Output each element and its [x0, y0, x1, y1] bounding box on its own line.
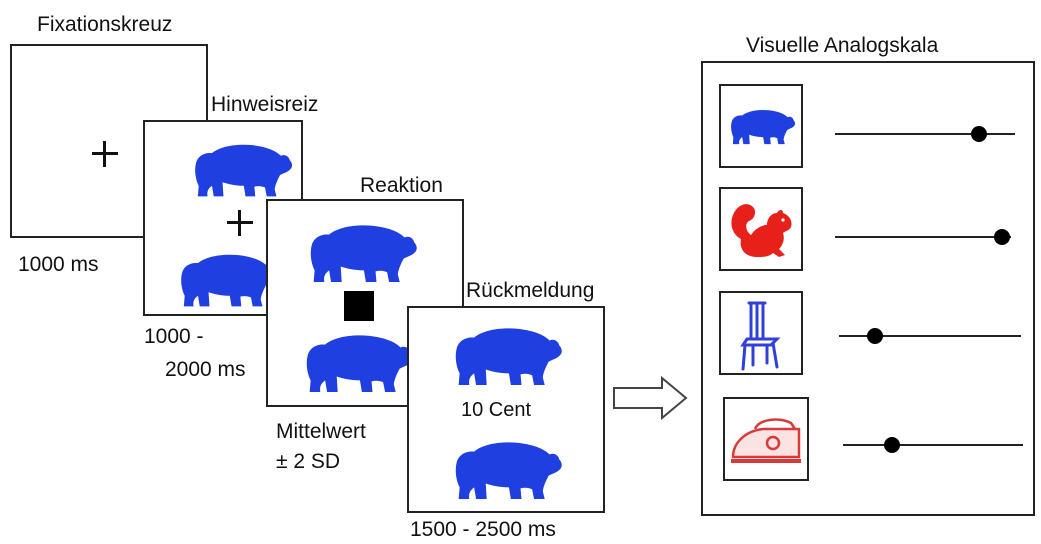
cue-duration-line1: 1000 - — [144, 325, 204, 348]
vas-slider-handle[interactable] — [867, 328, 884, 344]
fixation-cross-icon — [92, 141, 118, 167]
iron-icon — [731, 418, 801, 463]
squirrel-icon — [731, 204, 792, 257]
vas-title: Visuelle Analogskala — [746, 34, 939, 57]
reaction-note-line2: ± 2 SD — [276, 450, 341, 473]
bear-icon — [189, 136, 295, 202]
reaction-note-line1: Mittelwert — [276, 420, 366, 443]
bear-icon — [300, 327, 416, 397]
feedback-duration: 1500 - 2500 ms — [410, 518, 556, 541]
vas-slider-handle[interactable] — [883, 437, 900, 453]
vas-slider-handle[interactable] — [994, 229, 1011, 245]
vas-track-iron[interactable] — [843, 437, 1023, 453]
bear-icon — [304, 217, 420, 287]
vas-item-bear — [719, 84, 803, 168]
bear-icon — [449, 434, 565, 504]
vas-item-iron — [723, 397, 809, 481]
arrow-right-icon — [613, 376, 688, 420]
feedback-reward: 10 Cent — [461, 399, 532, 421]
bear-icon — [449, 320, 565, 390]
cue-cross-icon — [227, 210, 253, 236]
bear-icon — [727, 104, 797, 148]
vas-track-chair[interactable] — [839, 328, 1021, 344]
vas-panel — [701, 61, 1035, 516]
cue-title: Hinweisreiz — [211, 93, 319, 116]
reaction-title: Reaktion — [360, 174, 443, 197]
response-square-icon — [344, 291, 374, 321]
fixation-title: Fixationskreuz — [37, 13, 173, 36]
vas-track-bear[interactable] — [835, 126, 1015, 142]
vas-item-chair — [719, 291, 803, 375]
cue-duration-line2: 2000 ms — [165, 358, 246, 381]
vas-track-squirrel[interactable] — [835, 229, 1011, 245]
vas-item-squirrel — [719, 187, 803, 271]
chair-icon — [740, 301, 781, 371]
feedback-title: Rückmeldung — [466, 279, 595, 302]
feedback-screen: 10 Cent — [407, 306, 605, 513]
vas-slider-handle[interactable] — [971, 126, 987, 142]
fixation-duration: 1000 ms — [18, 253, 99, 276]
